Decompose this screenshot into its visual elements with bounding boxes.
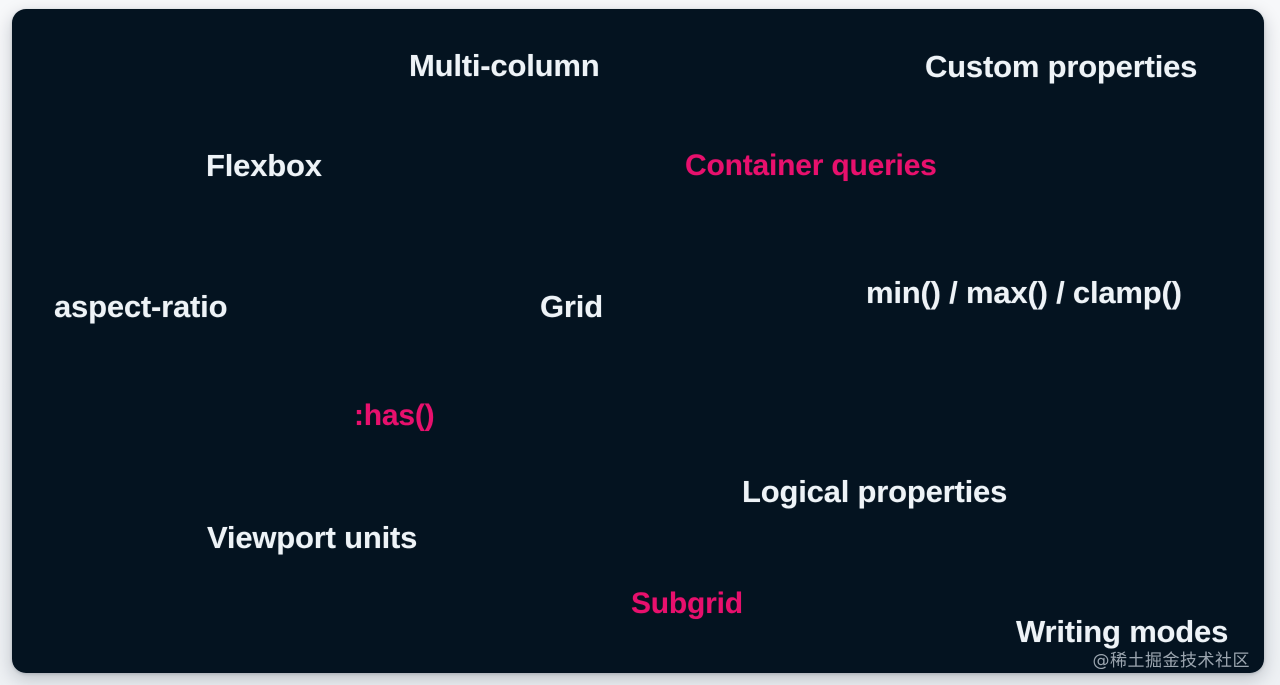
feature-label: Writing modes [1016, 614, 1229, 649]
feature-label: Subgrid [631, 587, 743, 620]
feature-label: :has() [354, 399, 435, 432]
feature-label: Viewport units [207, 520, 418, 555]
feature-label: Logical properties [742, 474, 1008, 509]
feature-label: Multi-column [409, 48, 600, 83]
watermark: @稀土掘金技术社区 [1092, 651, 1250, 671]
feature-label: Container queries [685, 149, 937, 182]
feature-label: min() / max() / clamp() [866, 275, 1182, 310]
feature-label: Grid [540, 289, 603, 324]
feature-label: Custom properties [925, 49, 1198, 84]
feature-label: Flexbox [206, 148, 322, 183]
feature-label: aspect-ratio [54, 289, 228, 324]
